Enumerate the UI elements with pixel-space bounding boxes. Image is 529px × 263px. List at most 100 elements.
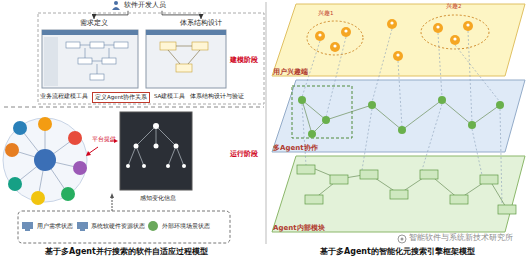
runtime-screenshot [128,126,184,166]
sense-arrow [110,193,114,198]
module-layer-figure [498,205,516,214]
agent-cluster [34,149,56,171]
architecture-screenshot [160,42,176,50]
agent-cluster [3,117,87,205]
agent-cluster [61,187,75,201]
architecture-screenshot [168,46,200,64]
figure-caption: 基于多Agent并行搜索的软件自适应过程模型 [45,247,208,257]
platform-arrow [86,151,91,156]
interest-layer-figure [433,23,443,33]
state-item: 用户需求状态 [35,222,75,231]
platform-arrow [114,139,118,143]
interest-layer-figure [318,33,321,36]
note-label: 平台提供 [92,136,116,143]
band-shape [270,78,527,154]
watermark: 智能软件与系统新技术研究所 [409,233,513,243]
interest-layer-figure [341,27,351,37]
person-icon [112,7,120,10]
phase-label: 建模阶段 [230,56,258,64]
requirement-screenshot [114,42,128,48]
tool-label: 体系结构设计与验证 [188,92,246,101]
agent-layer-figure [292,86,352,138]
module-layer-figure [420,170,438,179]
module-layer-figure [330,175,348,184]
layer-band: 多Agent协作 [270,78,527,154]
connector [94,11,128,19]
agent-layer-figure [302,100,500,134]
state-box [18,211,230,243]
watermark-logo [401,238,404,241]
runtime-screenshot [154,144,159,149]
interest-layer-figure [421,15,489,49]
node-text: 定义Agent协作关系 [95,94,147,101]
state-item: 系统软硬件资源状态 [89,222,147,231]
layer-links [302,104,502,205]
node-text: 业务流程建模工具 [40,93,88,100]
node-text: 软件开发人员 [124,2,166,10]
node-text: 用户需求状态 [37,223,73,230]
runtime-screenshot [182,164,186,168]
requirement-screenshot [42,30,138,35]
interest-layer-figure [315,31,325,41]
runtime-screenshot [134,144,139,149]
module-layer-figure [305,195,323,204]
agent-layer-figure [398,126,406,134]
node-text: 用户兴趣端 [273,68,527,76]
interest-layer-figure [307,15,489,61]
runtime-screenshot [120,112,192,190]
interest-layer-figure [396,53,399,56]
node-text: 体系结构设计 [180,20,222,28]
agent-cluster [5,143,19,157]
agent-layer-figure [468,121,476,129]
state-box [148,221,158,231]
platform-arrow [110,141,116,142]
agent-cluster [3,118,87,202]
interest-label-holder: 兴趣1 [318,10,334,17]
node-text: Agent内部模块 [273,224,527,232]
runtime-screenshot [174,144,179,149]
module-layer-figure [297,165,516,214]
architecture-screenshot [146,30,226,88]
runtime-screenshot [153,123,159,129]
runtime-screenshot [166,164,170,168]
connector [162,11,201,19]
agent-layer-figure [496,101,504,109]
agent-cluster [8,177,22,191]
modeling-frame [38,13,264,104]
interest-layer-figure [307,21,363,55]
requirement-screenshot [44,37,58,86]
phase-label: 运行阶段 [230,150,258,158]
figure-caption: 基于多Agent的智能化元搜索引擎框架模型 [320,247,475,257]
agent-layer-figure [308,130,316,138]
requirement-screenshot [42,30,138,88]
requirement-screenshot [102,58,116,64]
interest-layer-figure [463,21,473,31]
agent-layer-figure [322,116,330,124]
watermark-logo [398,235,406,243]
agent-cluster [13,121,27,135]
agent-layer-figure [298,96,306,104]
runtime-screenshot [126,164,130,168]
state-box [25,229,30,231]
state-box [77,222,88,229]
requirement-screenshot [66,42,80,48]
module-layer-figure [480,175,498,184]
phase-label-holder: 建模阶段 [230,56,258,64]
interest-layer-figure [450,35,460,45]
node-text: 体系结构设计与验证 [190,93,244,100]
phase-separator [4,107,264,108]
node-text: 多Agent协作 [273,144,527,152]
requirement-screenshot [42,30,138,88]
architecture-screenshot [146,30,226,35]
band-shape [272,156,525,232]
figure-caption-holder: 基于多Agent并行搜索的软件自适应过程模型 [45,247,208,257]
tool-label: 业务流程建模工具 [38,92,90,101]
module-layer-figure [390,190,408,199]
note-label-holder: 感知变化信息 [140,195,176,202]
architecture-screenshot [176,64,192,72]
modeling-frame [38,13,264,104]
node-text: 需求定义 [80,20,108,28]
module-layer-figure [360,170,378,179]
interest-layer-figure [333,44,336,47]
